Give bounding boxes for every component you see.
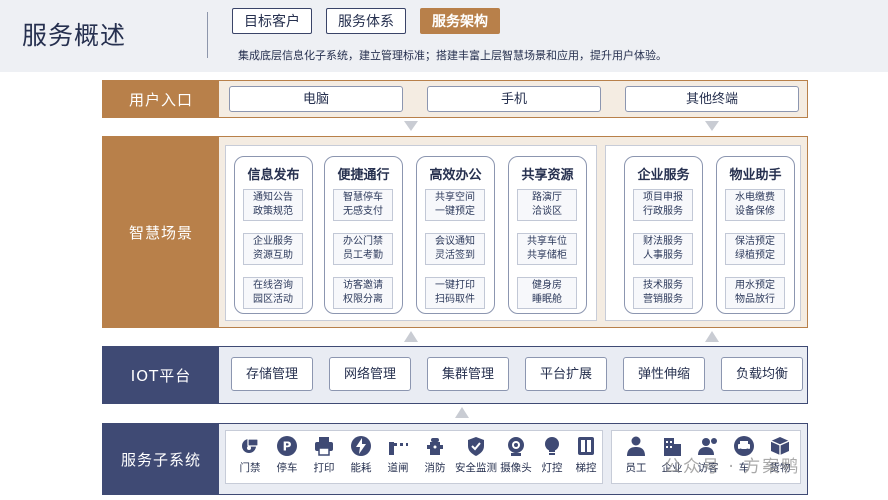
scene-item[interactable]: 路演厅洽谈区: [517, 189, 577, 221]
arrow-up-icon: [705, 331, 719, 343]
subsystem-parking[interactable]: P 停车: [267, 435, 307, 475]
tab-service-architecture[interactable]: 服务架构: [420, 8, 500, 34]
scene-item[interactable]: 保洁预定绿植预定: [725, 233, 785, 265]
scene-item[interactable]: 智慧停车无感支付: [333, 189, 393, 221]
light-bulb-icon: [545, 437, 559, 455]
iot-load-balancing[interactable]: 负载均衡: [721, 357, 803, 391]
subsystem-printing[interactable]: 打印: [304, 435, 344, 475]
user-entry-label: 用户入口: [103, 81, 219, 117]
scene-item[interactable]: 会议通知灵活签到: [425, 233, 485, 265]
subsystem-fire[interactable]: 消防: [415, 435, 455, 475]
iot-label: IOT平台: [103, 347, 219, 403]
entry-other-terminal[interactable]: 其他终端: [625, 86, 799, 112]
scene-column-property: 物业助手 水电缴费设备保修 保洁预定绿植预定 用水预定物品放行: [716, 156, 795, 314]
page-subtitle: 集成底层信息化子系统，建立管理标准；搭建丰富上层智慧场景和应用，提升用户体验。: [238, 49, 667, 62]
barrier-gate-icon: [389, 442, 408, 455]
scene-item[interactable]: 访客邀请权限分离: [333, 277, 393, 309]
building-icon: [664, 438, 681, 456]
subsystem-panel-devices: 门禁 P 停车 打印 能耗 道闸 消防 安全监测 摄像头: [225, 430, 603, 484]
title-divider: [207, 12, 208, 58]
scene-item[interactable]: 办公门禁员工考勤: [333, 233, 393, 265]
scene-column-office: 高效办公 共享空间一键预定 会议通知灵活签到 一键打印扫码取件: [416, 156, 495, 314]
arrow-up-icon: [455, 407, 469, 419]
scene-column-shared: 共享资源 路演厅洽谈区 共享车位共享储柜 健身房睡眠舱: [508, 156, 587, 314]
scene-item[interactable]: 水电缴费设备保修: [725, 189, 785, 221]
iot-cluster-management[interactable]: 集群管理: [427, 357, 509, 391]
subsystem-visitor[interactable]: 访客: [688, 435, 728, 475]
scene-item[interactable]: 用水预定物品放行: [725, 277, 785, 309]
scene-column-access: 便捷通行 智慧停车无感支付 办公门禁员工考勤 访客邀请权限分离: [324, 156, 403, 314]
scene-item[interactable]: 企业服务资源互助: [243, 233, 303, 265]
elevator-icon: [578, 437, 594, 455]
subsystem-barrier-gate[interactable]: 道闸: [378, 435, 418, 475]
employee-icon: [627, 436, 645, 456]
entry-computer[interactable]: 电脑: [229, 86, 403, 112]
subsystem-employee[interactable]: 员工: [616, 435, 656, 475]
scene-column-enterprise: 企业服务 项目申报行政服务 财法服务人事服务 技术服务营销服务: [624, 156, 703, 314]
scene-item[interactable]: 一键打印扫码取件: [425, 277, 485, 309]
iot-network-management[interactable]: 网络管理: [329, 357, 411, 391]
visitor-icon: [698, 438, 717, 455]
subsystem-energy[interactable]: 能耗: [341, 435, 381, 475]
scene-item[interactable]: 健身房睡眠舱: [517, 277, 577, 309]
column-title: 便捷通行: [337, 168, 390, 183]
iot-band: IOT平台 存储管理 网络管理 集群管理 平台扩展 弹性伸缩 负载均衡: [102, 346, 808, 404]
subsystem-access-control[interactable]: 门禁: [230, 435, 270, 475]
iot-elastic-scaling[interactable]: 弹性伸缩: [623, 357, 705, 391]
shield-icon: [468, 437, 484, 456]
subsystems-label: 服务子系统: [103, 424, 219, 494]
iot-storage-management[interactable]: 存储管理: [231, 357, 313, 391]
subsystem-security-monitoring[interactable]: 安全监测: [452, 435, 500, 475]
scene-item[interactable]: 共享空间一键预定: [425, 189, 485, 221]
parking-icon: P: [277, 436, 297, 456]
smart-scene-band: 智慧场景 信息发布 通知公告政策规范 企业服务资源互助 在线咨询园区活动 便捷通…: [102, 136, 808, 328]
scene-item[interactable]: 在线咨询园区活动: [243, 277, 303, 309]
entry-phone[interactable]: 手机: [427, 86, 601, 112]
column-title: 共享资源: [521, 168, 574, 183]
user-entry-band: 用户入口 电脑 手机 其他终端: [102, 80, 808, 118]
scene-column-info: 信息发布 通知公告政策规范 企业服务资源互助 在线咨询园区活动: [234, 156, 313, 314]
scene-item[interactable]: 共享车位共享储柜: [517, 233, 577, 265]
column-title: 高效办公: [429, 168, 482, 183]
subsystem-cargo[interactable]: 货物: [760, 435, 800, 475]
arrow-up-icon: [404, 331, 418, 343]
page-title: 服务概述: [22, 21, 127, 50]
scene-item[interactable]: 技术服务营销服务: [633, 277, 693, 309]
printer-icon: [315, 437, 333, 456]
subsystem-panel-objects: 员工 企业 访客 车 货物: [611, 430, 801, 484]
subsystem-lighting[interactable]: 灯控: [532, 435, 572, 475]
scene-panel-left: 信息发布 通知公告政策规范 企业服务资源互助 在线咨询园区活动 便捷通行 智慧停…: [225, 145, 597, 321]
subsystem-camera[interactable]: 摄像头: [496, 435, 536, 475]
fire-hydrant-icon: [427, 438, 443, 455]
tab-service-system[interactable]: 服务体系: [326, 8, 406, 34]
arrow-down-icon: [705, 121, 719, 133]
column-title: 企业服务: [637, 168, 690, 183]
camera-icon: [508, 437, 524, 456]
car-icon: [734, 436, 754, 456]
subsystems-band: 服务子系统 门禁 P 停车 打印 能耗 道闸 消防 安全监测: [102, 423, 808, 495]
scene-item[interactable]: 通知公告政策规范: [243, 189, 303, 221]
scene-item[interactable]: 财法服务人事服务: [633, 233, 693, 265]
iot-platform-extension[interactable]: 平台扩展: [525, 357, 607, 391]
subsystem-vehicle[interactable]: 车: [724, 435, 764, 475]
cargo-box-icon: [770, 437, 790, 455]
svg-text:P: P: [283, 440, 292, 454]
subsystem-enterprise[interactable]: 企业: [652, 435, 692, 475]
scene-item[interactable]: 项目申报行政服务: [633, 189, 693, 221]
energy-icon: [351, 436, 371, 456]
tab-target-customers[interactable]: 目标客户: [232, 8, 312, 34]
watermark: 公众号 · 方案鸭: [664, 457, 801, 477]
header: 服务概述 目标客户 服务体系 服务架构 集成底层信息化子系统，建立管理标准；搭建…: [0, 0, 888, 72]
smart-scene-label: 智慧场景: [103, 137, 219, 327]
access-control-icon: [242, 438, 259, 453]
column-title: 信息发布: [247, 168, 300, 183]
arrow-down-icon: [404, 121, 418, 133]
scene-panel-right: 企业服务 项目申报行政服务 财法服务人事服务 技术服务营销服务 物业助手 水电缴…: [605, 145, 801, 321]
subsystem-elevator[interactable]: 梯控: [566, 435, 606, 475]
column-title: 物业助手: [729, 168, 782, 183]
